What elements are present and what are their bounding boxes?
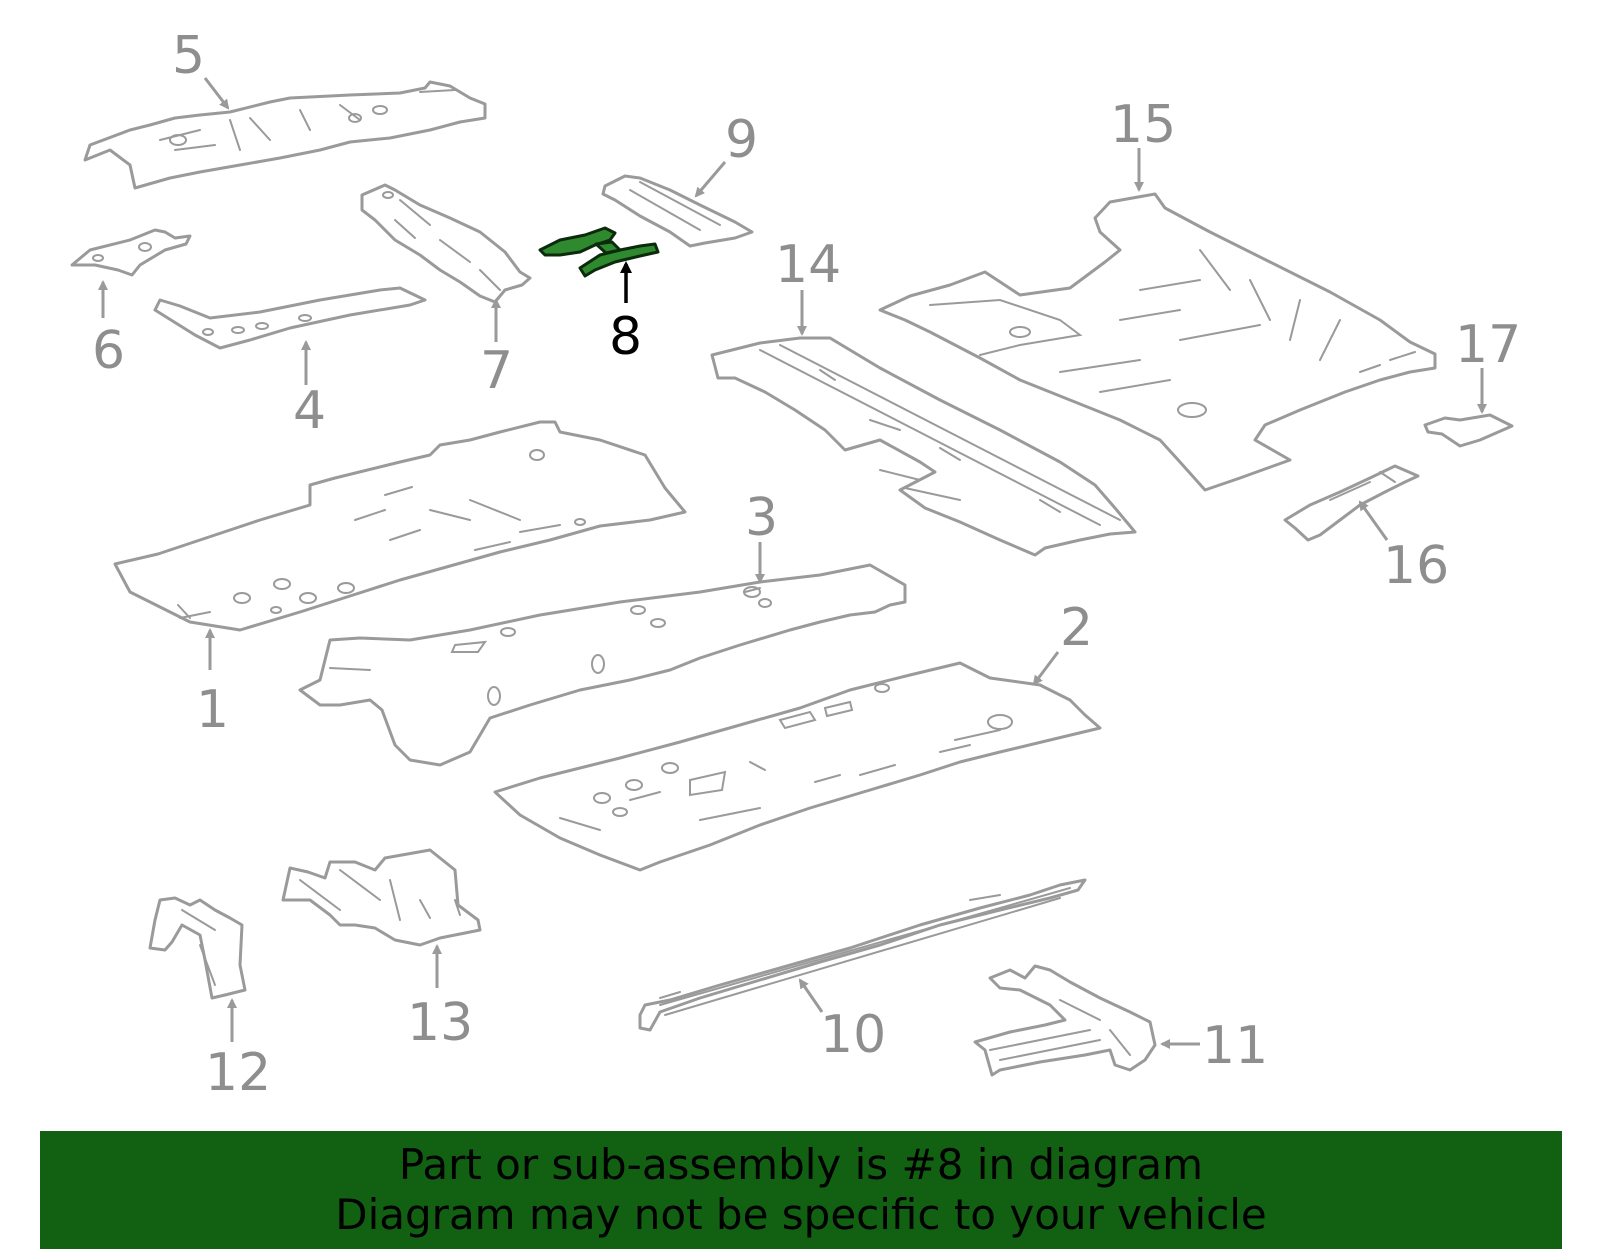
- part-7-shape: [360, 183, 532, 304]
- callout-12: 12: [205, 1043, 271, 1103]
- part-8-shape: [538, 226, 660, 278]
- callout-15: 15: [1110, 95, 1176, 155]
- info-banner: Part or sub-assembly is #8 in diagram Di…: [40, 1131, 1562, 1249]
- part-6-shape: [70, 228, 192, 277]
- part-5-shape: [83, 80, 487, 190]
- banner-line-1: Part or sub-assembly is #8 in diagram: [398, 1140, 1204, 1189]
- part-17-shape: [1423, 413, 1514, 448]
- callout-10: 10: [820, 1005, 886, 1065]
- part-13-shape: [281, 848, 482, 947]
- callout-3: 3: [745, 488, 778, 548]
- part-12-shape: [148, 896, 247, 1000]
- part-1-shape: [113, 420, 687, 632]
- part-2-shape: [493, 661, 1102, 872]
- part-10-shape: [638, 878, 1087, 1032]
- callout-2: 2: [1060, 598, 1093, 658]
- callout-4: 4: [293, 381, 326, 441]
- part-16-shape: [1283, 464, 1420, 542]
- callout-8: 8: [609, 307, 642, 367]
- part-9-shape: [601, 174, 754, 248]
- parts-diagram: 5 6 4 7 8 9 14 15 17 16 3 2 1 13 12 10 1…: [70, 26, 1521, 1103]
- callout-9: 9: [725, 110, 758, 170]
- callout-11: 11: [1202, 1016, 1268, 1076]
- callout-13: 13: [407, 993, 473, 1053]
- part-4-shape: [153, 286, 427, 350]
- part-14-shape: [710, 336, 1137, 557]
- callout-1: 1: [196, 680, 229, 740]
- callout-14: 14: [775, 235, 841, 295]
- callout-5: 5: [172, 26, 205, 86]
- callout-7: 7: [480, 341, 513, 401]
- callout-16: 16: [1383, 536, 1449, 596]
- part-15-shape: [878, 192, 1437, 492]
- part-3-shape: [298, 563, 907, 767]
- callout-6: 6: [92, 321, 125, 381]
- banner-line-2: Diagram may not be specific to your vehi…: [335, 1190, 1267, 1239]
- callout-17: 17: [1455, 315, 1521, 375]
- part-11-shape: [973, 964, 1157, 1077]
